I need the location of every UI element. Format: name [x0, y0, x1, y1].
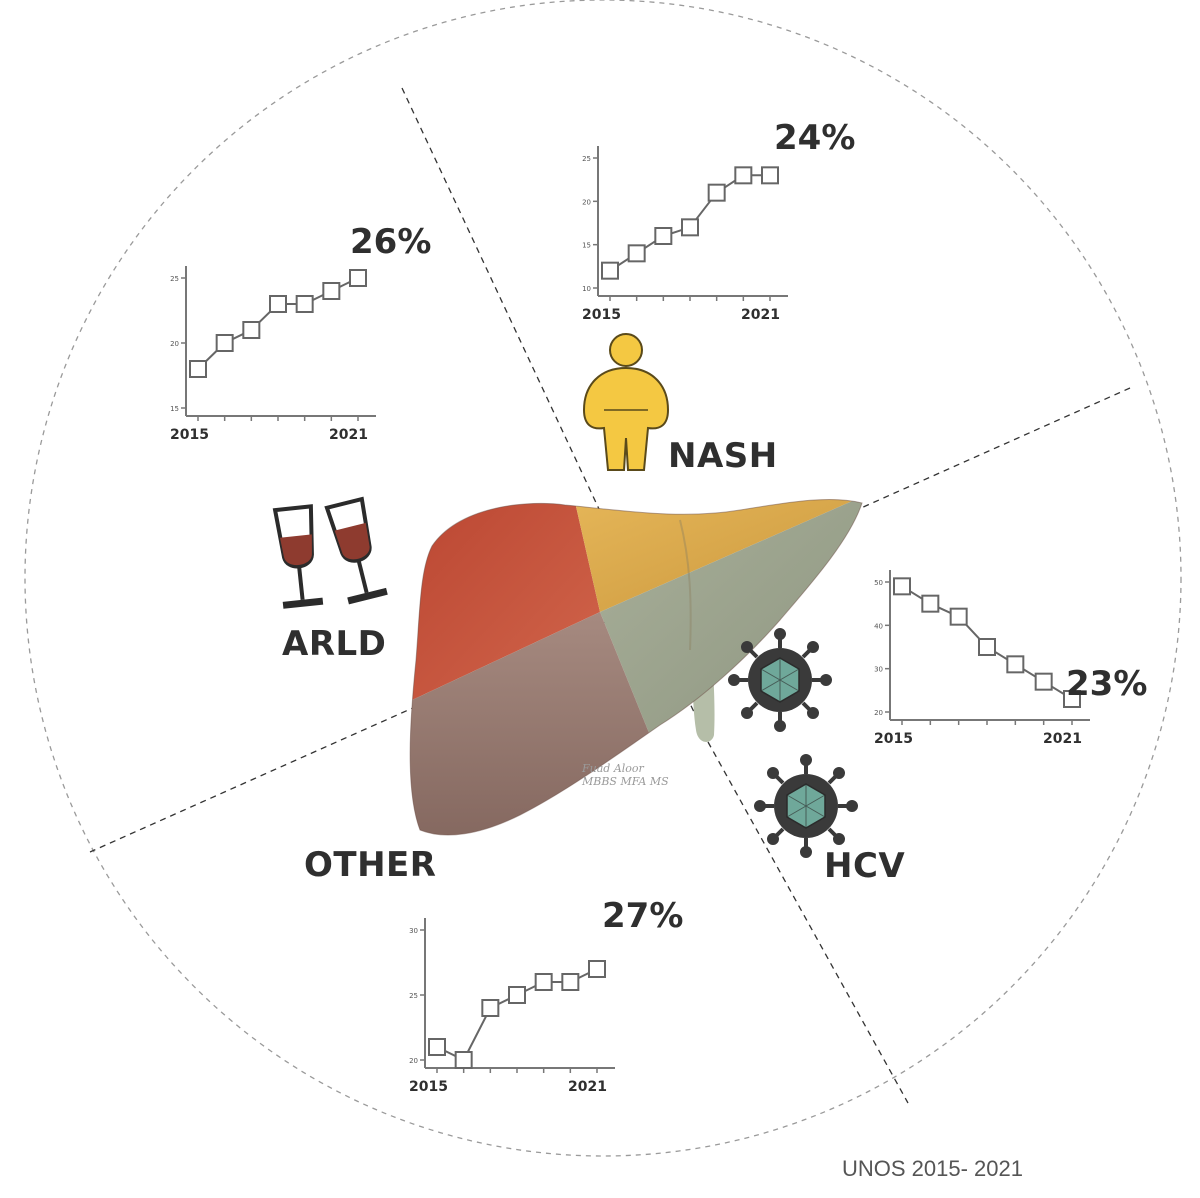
nash-x-label-start: 2015	[582, 307, 621, 323]
nash-point	[707, 183, 726, 202]
arld-point	[215, 334, 234, 352]
nash-point	[734, 166, 753, 185]
source-caption: UNOS 2015- 2021	[842, 1156, 1023, 1181]
hcv-y-tick-label: 20	[874, 709, 883, 717]
virus-icon	[728, 628, 832, 732]
arld-x-label-end: 2021	[329, 427, 368, 443]
nash-point	[654, 227, 673, 245]
nash-point	[681, 218, 699, 237]
arld-y-tick-label: 15	[170, 405, 179, 413]
hcv-label: HCV	[824, 846, 906, 886]
other-trend-chart: 20 25 30 2015 2021	[409, 918, 615, 1095]
arld-point	[269, 295, 287, 313]
nash-x-label-end: 2021	[741, 307, 780, 323]
arld-point	[349, 269, 367, 287]
arld-percent: 26%	[350, 222, 432, 262]
hcv-y-tick-label: 40	[874, 622, 883, 630]
arld-label: ARLD	[282, 624, 387, 664]
other-y-tick-label: 20	[409, 1057, 418, 1065]
hcv-x-label-end: 2021	[1043, 731, 1082, 747]
arld-x-label-start: 2015	[170, 427, 209, 443]
nash-y-tick-label: 20	[582, 198, 591, 206]
other-x-label-end: 2021	[568, 1079, 607, 1095]
hcv-point	[978, 638, 996, 656]
sector-dividers	[89, 87, 1131, 1104]
other-point	[454, 1051, 473, 1069]
arld-trend-chart: 15 20 25 2015 2021	[170, 266, 376, 443]
divider-hcv-other	[707, 741, 909, 1104]
hcv-percent: 23%	[1066, 664, 1148, 704]
hcv-point	[1034, 672, 1053, 691]
nash-trend-chart: 10 15 20 25 2015 2021	[582, 146, 788, 323]
other-point	[508, 986, 526, 1004]
other-x-label-start: 2015	[409, 1079, 448, 1095]
other-y-tick-label: 30	[409, 927, 418, 935]
other-y-tick-label: 25	[409, 992, 418, 1000]
other-point	[588, 960, 606, 978]
arld-point	[242, 321, 261, 339]
nash-point	[761, 166, 779, 185]
other-point	[561, 973, 580, 991]
hcv-y-tick-label: 50	[874, 579, 883, 587]
nash-y-tick-label: 25	[582, 155, 591, 163]
hcv-point	[1006, 655, 1025, 674]
nash-y-tick-label: 10	[582, 285, 591, 293]
hcv-point	[921, 594, 940, 613]
other-percent: 27%	[602, 896, 684, 936]
liver-illustration	[409, 498, 863, 836]
other-point	[534, 973, 553, 991]
arld-y-tick-label: 20	[170, 340, 179, 348]
hcv-trend-chart: 20 30 40 50 2015 2021	[874, 570, 1090, 747]
virus-icon	[754, 754, 858, 858]
nash-percent: 24%	[774, 118, 856, 158]
signature-credentials: MBBS MFA MS	[582, 775, 669, 788]
wine-glasses-icon	[272, 496, 388, 609]
obese-person-icon	[582, 333, 670, 471]
arld-point	[189, 360, 207, 378]
other-point	[481, 999, 500, 1017]
other-point	[428, 1038, 446, 1056]
signature-name: Fuad Aloor	[582, 762, 644, 775]
outer-circle	[24, 0, 1182, 1157]
nash-y-tick-label: 15	[582, 242, 591, 250]
divider-nash-hcv	[89, 387, 1131, 853]
arld-point	[295, 295, 314, 313]
arld-point	[322, 282, 341, 300]
hcv-point	[949, 607, 968, 626]
arld-y-tick-label: 25	[170, 275, 179, 283]
hcv-point	[1063, 690, 1081, 708]
signature: Fuad Aloor MBBS MFA MS	[582, 762, 669, 788]
nash-label: NASH	[668, 436, 778, 476]
nash-point	[601, 261, 619, 280]
hcv-x-label-start: 2015	[874, 731, 913, 747]
hcv-y-tick-label: 30	[874, 666, 883, 674]
other-label: OTHER	[304, 845, 437, 885]
nash-point	[627, 244, 646, 263]
hcv-point	[893, 577, 911, 596]
